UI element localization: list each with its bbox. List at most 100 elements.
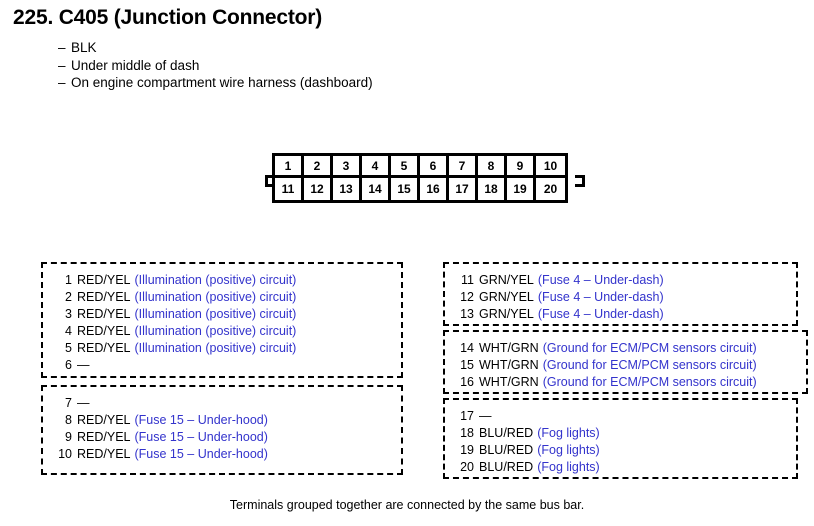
connector-pin-4[interactable]: 4 xyxy=(362,156,391,178)
terminal-row[interactable]: 19 BLU/RED(Fog lights) xyxy=(454,442,796,459)
terminal-wire-color: GRN/YEL xyxy=(479,290,534,304)
connector-pin-18[interactable]: 18 xyxy=(478,178,507,200)
terminal-circuit-description: (Fog lights) xyxy=(537,426,600,440)
terminal-pin-number: 19 xyxy=(460,443,474,457)
bus-bar-caption: Terminals grouped together are connected… xyxy=(229,498,585,512)
terminal-wire-color: RED/YEL xyxy=(77,290,131,304)
connector-left-tab-icon xyxy=(265,175,275,187)
connector-pin-13[interactable]: 13 xyxy=(333,178,362,200)
connector-pin-15[interactable]: 15 xyxy=(391,178,420,200)
terminal-circuit-description: (Fuse 15 – Under-hood) xyxy=(134,430,268,444)
terminal-circuit-description: (Ground for ECM/PCM sensors circuit) xyxy=(542,358,757,372)
connector-spec-line: –Under middle of dash xyxy=(58,57,373,75)
connector-pin-11[interactable]: 11 xyxy=(275,178,304,200)
terminal-pin-number: 10 xyxy=(58,447,72,461)
connector-spec-text: Under middle of dash xyxy=(71,57,200,73)
bullet-dash-icon: – xyxy=(58,75,66,90)
terminal-circuit-description: (Fuse 15 – Under-hood) xyxy=(134,413,268,427)
terminal-pin-number: 4 xyxy=(65,324,72,338)
terminal-pin-number: 12 xyxy=(460,290,474,304)
terminal-wire-color: GRN/YEL xyxy=(479,273,534,287)
terminal-circuit-description: (Ground for ECM/PCM sensors circuit) xyxy=(542,375,757,389)
connector-pin-16[interactable]: 16 xyxy=(420,178,449,200)
terminal-circuit-description: (Ground for ECM/PCM sensors circuit) xyxy=(542,341,757,355)
bullet-dash-icon: – xyxy=(58,40,66,55)
terminal-wire-color: RED/YEL xyxy=(77,447,131,461)
connector-pin-19[interactable]: 19 xyxy=(507,178,536,200)
terminal-pin-number: 14 xyxy=(460,341,474,355)
connector-spec-line: –BLK xyxy=(58,39,373,57)
terminal-pin-number: 13 xyxy=(460,307,474,321)
terminal-circuit-description: (Illumination (positive) circuit) xyxy=(134,273,297,287)
terminal-row[interactable]: 1 RED/YEL(Illumination (positive) circuit… xyxy=(52,272,401,289)
terminal-row[interactable]: 4 RED/YEL(Illumination (positive) circuit… xyxy=(52,323,401,340)
page-title: 225. C405 (Junction Connector) xyxy=(13,6,323,29)
terminal-pin-number: 7 xyxy=(65,396,72,410)
terminal-empty-dash: — xyxy=(77,358,90,372)
terminal-wire-color: BLU/RED xyxy=(479,460,534,474)
terminal-row[interactable]: 17— xyxy=(454,408,796,425)
connector-pin-6[interactable]: 6 xyxy=(420,156,449,178)
terminal-circuit-description: (Illumination (positive) circuit) xyxy=(134,307,297,321)
terminal-pin-number: 5 xyxy=(65,341,72,355)
terminal-pin-number: 1 xyxy=(65,273,72,287)
connector-pin-20[interactable]: 20 xyxy=(536,178,565,200)
terminal-pin-number: 18 xyxy=(460,426,474,440)
terminal-row[interactable]: 7— xyxy=(52,395,401,412)
connector-pin-5[interactable]: 5 xyxy=(391,156,420,178)
connector-pin-3[interactable]: 3 xyxy=(333,156,362,178)
terminal-wire-color: WHT/GRN xyxy=(479,341,539,355)
terminal-circuit-description: (Fog lights) xyxy=(537,443,600,457)
terminal-row[interactable]: 3 RED/YEL(Illumination (positive) circuit… xyxy=(52,306,401,323)
connector-spec-text: BLK xyxy=(71,40,97,55)
connector-pin-17[interactable]: 17 xyxy=(449,178,478,200)
connector-spec-list: –BLK–Under middle of dash–On engine comp… xyxy=(58,39,373,92)
terminal-row[interactable]: 16 WHT/GRN(Ground for ECM/PCM sensors cir… xyxy=(454,374,806,391)
terminal-wire-color: GRN/YEL xyxy=(479,307,534,321)
connector-pin-10[interactable]: 10 xyxy=(536,156,565,178)
connector-pin-9[interactable]: 9 xyxy=(507,156,536,178)
terminal-circuit-description: (Fuse 4 – Under-dash) xyxy=(537,290,664,304)
terminal-pin-number: 3 xyxy=(65,307,72,321)
connector-pin-7[interactable]: 7 xyxy=(449,156,478,178)
terminal-pin-number: 6 xyxy=(65,358,72,372)
terminal-row[interactable]: 12 GRN/YEL(Fuse 4 – Under-dash) xyxy=(454,289,796,306)
terminal-wire-color: BLU/RED xyxy=(479,443,534,457)
terminal-empty-dash: — xyxy=(77,396,90,410)
connector-pin-1[interactable]: 1 xyxy=(275,156,304,178)
terminal-row[interactable]: 14 WHT/GRN(Ground for ECM/PCM sensors cir… xyxy=(454,340,806,357)
terminal-wire-color: RED/YEL xyxy=(77,273,131,287)
terminal-wire-color: RED/YEL xyxy=(77,324,131,338)
terminal-wire-color: RED/YEL xyxy=(77,307,131,321)
terminal-pin-number: 16 xyxy=(460,375,474,389)
connector-pin-14[interactable]: 14 xyxy=(362,178,391,200)
terminal-circuit-description: (Illumination (positive) circuit) xyxy=(134,324,297,338)
terminal-wire-color: RED/YEL xyxy=(77,341,131,355)
terminal-row[interactable]: 6— xyxy=(52,357,401,374)
terminal-wire-color: WHT/GRN xyxy=(479,375,539,389)
terminal-circuit-description: (Fuse 4 – Under-dash) xyxy=(537,273,664,287)
connector-pin-8[interactable]: 8 xyxy=(478,156,507,178)
bullet-dash-icon: – xyxy=(58,57,66,73)
connector-pin-12[interactable]: 12 xyxy=(304,178,333,200)
connector-spec-text: On engine compartment wire harness (dash… xyxy=(71,75,373,90)
terminal-pin-number: 2 xyxy=(65,290,72,304)
connector-pin-2[interactable]: 2 xyxy=(304,156,333,178)
